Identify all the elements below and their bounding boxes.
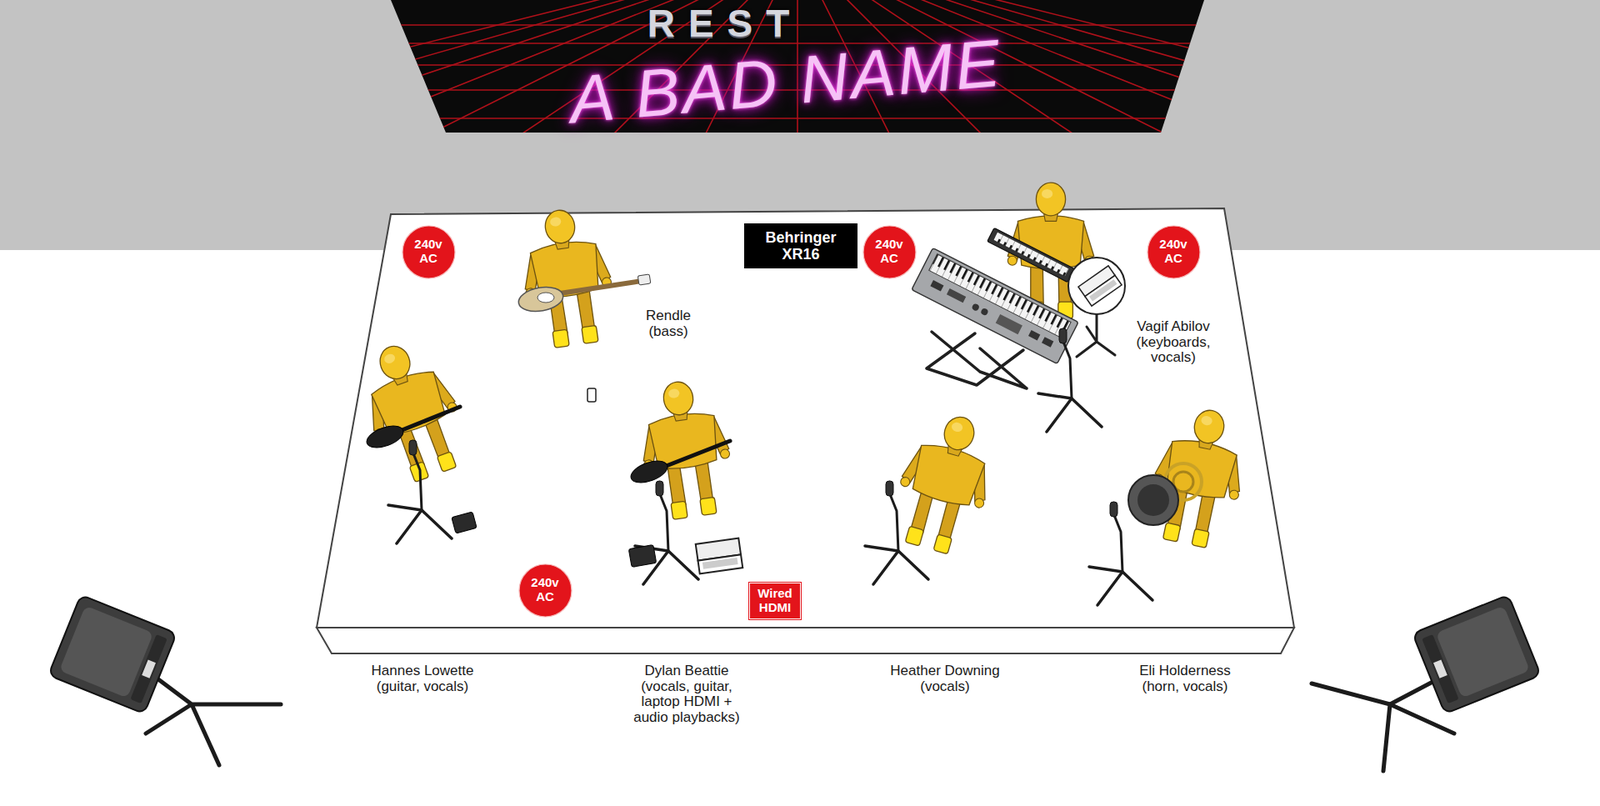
keyboard <box>993 232 1069 276</box>
node-label: Wired HDMI <box>753 586 797 615</box>
french-horn <box>1137 484 1170 516</box>
laptop <box>695 538 744 575</box>
pa-speaker <box>1311 679 1455 771</box>
power-outlet: 240v AC <box>862 225 917 280</box>
keyboard <box>980 307 990 317</box>
laptop-table <box>1068 257 1125 315</box>
pa-speaker <box>130 634 167 704</box>
mic-stand <box>1089 501 1153 605</box>
power-outlet: 240v AC <box>518 563 573 618</box>
outlet-circle-fill <box>402 225 455 279</box>
wireless-pack <box>587 388 596 402</box>
pa-speaker <box>48 595 177 715</box>
pa-speaker <box>1412 595 1541 715</box>
mic-stand <box>1038 328 1102 432</box>
keyboard <box>1028 330 1040 341</box>
french-horn <box>1128 463 1202 525</box>
musician-label: Heather Downing (vocals) <box>882 663 1008 695</box>
pa-speaker <box>1412 595 1541 715</box>
guitar <box>400 406 460 431</box>
node-text-block: 240v AC <box>870 237 909 266</box>
guitar <box>628 440 730 487</box>
musician-label: Eli Holderness (horn, vocals) <box>1126 663 1244 695</box>
laptop <box>1085 275 1122 306</box>
laptop <box>1078 265 1122 306</box>
keyboard <box>946 288 966 303</box>
mic-stand <box>865 480 929 585</box>
band-logo-text: A BAD NAME <box>566 27 1005 135</box>
mic-stand <box>388 440 452 544</box>
laptop-table <box>1068 257 1125 357</box>
musician-figure <box>515 204 620 351</box>
guitar <box>364 421 407 452</box>
power-outlet: 240v AC <box>1146 225 1201 280</box>
keyboard <box>987 227 1075 282</box>
bass-guitar <box>516 284 565 315</box>
keyboard <box>929 254 1071 339</box>
node-text-block: 240v AC <box>409 237 448 266</box>
stage-platform <box>316 627 1295 654</box>
bass-guitar <box>637 274 651 285</box>
pa-speaker <box>1421 634 1459 704</box>
outlet-circle-fill <box>519 564 572 617</box>
node-text-block: Behringer XR16 <box>750 229 852 263</box>
node-label: 240v AC <box>870 237 909 266</box>
node-label: 240v AC <box>409 237 448 266</box>
power-outlet: 240v AC <box>401 225 456 280</box>
band-logo-text: REST <box>647 3 804 44</box>
node-text-block: 240v AC <box>525 575 565 605</box>
bass-guitar <box>537 292 555 303</box>
bass-guitar <box>560 280 642 294</box>
mixer-box: Behringer XR16 <box>744 223 858 269</box>
node-label: 240v AC <box>1154 237 1193 266</box>
laptop <box>698 554 744 574</box>
keyboard <box>911 248 1079 365</box>
keyboard <box>930 280 944 291</box>
outlet-circle-fill <box>863 225 916 279</box>
laptop <box>702 557 739 570</box>
pa-speaker <box>1433 659 1448 678</box>
french-horn <box>1128 475 1179 525</box>
node-label: 240v AC <box>525 575 565 605</box>
stage-platform <box>316 208 1295 628</box>
musician-label: Rendle (bass) <box>635 308 702 340</box>
hdmi-box: Wired HDMI <box>749 582 801 620</box>
musician-figure <box>633 375 738 523</box>
node-text-block: 240v AC <box>1154 237 1193 266</box>
musician-label: Vagif Abilov (keyboards, vocals) <box>1121 319 1226 366</box>
pa-speaker <box>1311 595 1541 771</box>
pedal <box>451 511 477 534</box>
pa-speaker <box>145 679 281 765</box>
keyboard <box>995 314 1023 335</box>
musician-label: Hannes Lowette (guitar, vocals) <box>362 663 484 695</box>
pedal <box>628 545 656 568</box>
musician-figure <box>349 332 477 490</box>
node-label: Behringer XR16 <box>750 229 852 263</box>
keyboard <box>911 248 1079 365</box>
pa-speaker <box>48 595 177 715</box>
keyboard <box>970 302 980 312</box>
laptop <box>1089 279 1118 301</box>
laptop-table <box>1076 314 1115 357</box>
keyboard <box>987 227 1075 282</box>
pa-speaker <box>141 659 156 678</box>
outlet-circle-fill <box>1147 225 1200 279</box>
guitar <box>628 456 671 487</box>
node-text-block: Wired HDMI <box>753 586 797 615</box>
pa-speaker <box>48 595 281 765</box>
keyboard <box>1041 336 1054 348</box>
mic-stand <box>635 480 699 585</box>
stage-platform <box>316 208 1295 654</box>
musician-label: Dylan Beattie (vocals, guitar, laptop HD… <box>624 663 750 726</box>
guitar <box>664 440 730 467</box>
bass-guitar <box>516 274 651 315</box>
musician-figure <box>885 405 1005 560</box>
